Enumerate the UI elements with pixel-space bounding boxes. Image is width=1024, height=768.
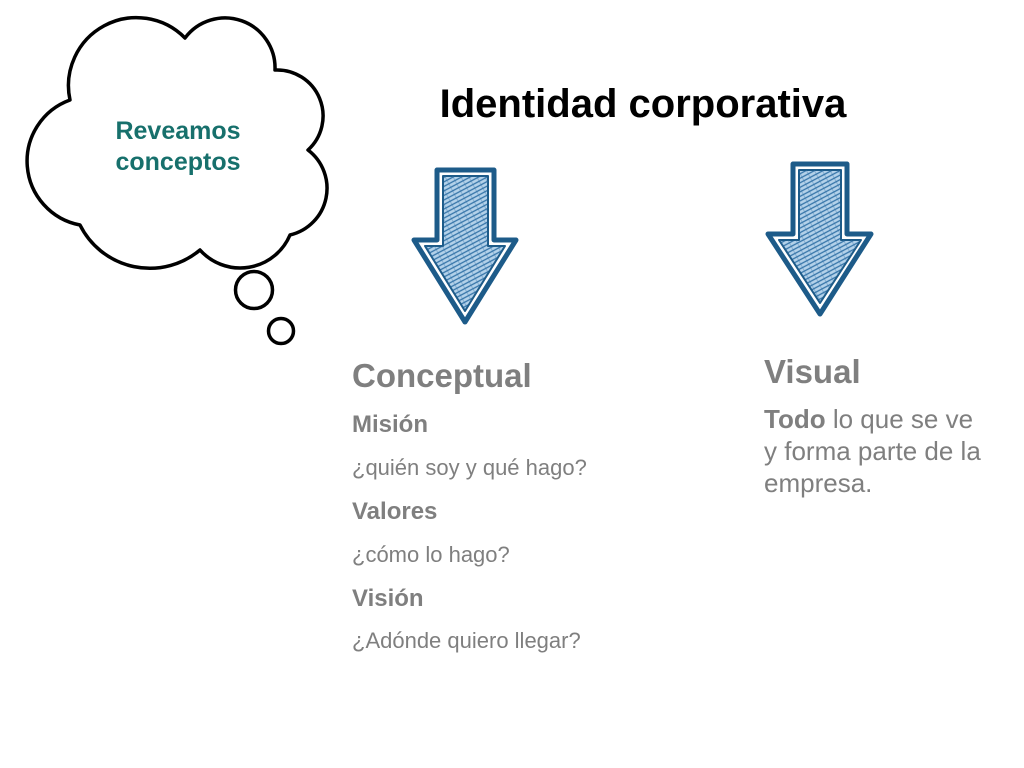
thought-cloud-outline — [25, 15, 329, 270]
visual-down-arrow-icon — [765, 161, 874, 317]
thought-cloud-icon — [25, 15, 329, 346]
visual-description-text: lo que se ve y forma parte de la empresa… — [764, 404, 981, 498]
thought-bubble-text: Reveamos conceptos — [115, 117, 241, 176]
visual-heading: Visual — [764, 353, 861, 390]
thought-dot-small — [266, 316, 296, 346]
visual-description-lead: Todo — [764, 404, 826, 434]
concept-question-valores: ¿cómo lo hago? — [352, 542, 510, 567]
thought-dot-large — [233, 269, 275, 311]
arrow-texture — [425, 176, 505, 311]
slide-title: Identidad corporativa — [439, 82, 847, 126]
arrow-texture — [779, 170, 861, 303]
conceptual-heading: Conceptual — [352, 357, 532, 394]
concept-question-mision: ¿quién soy y qué hago? — [352, 455, 587, 480]
concept-label-vision: Visión — [352, 585, 424, 612]
visual-description: Todo lo que se ve y forma parte de la em… — [764, 403, 986, 499]
concept-question-vision: ¿Adónde quiero llegar? — [352, 628, 581, 653]
conceptual-down-arrow-icon — [411, 167, 519, 325]
concept-label-mision: Misión — [352, 411, 428, 438]
concept-label-valores: Valores — [352, 498, 438, 525]
